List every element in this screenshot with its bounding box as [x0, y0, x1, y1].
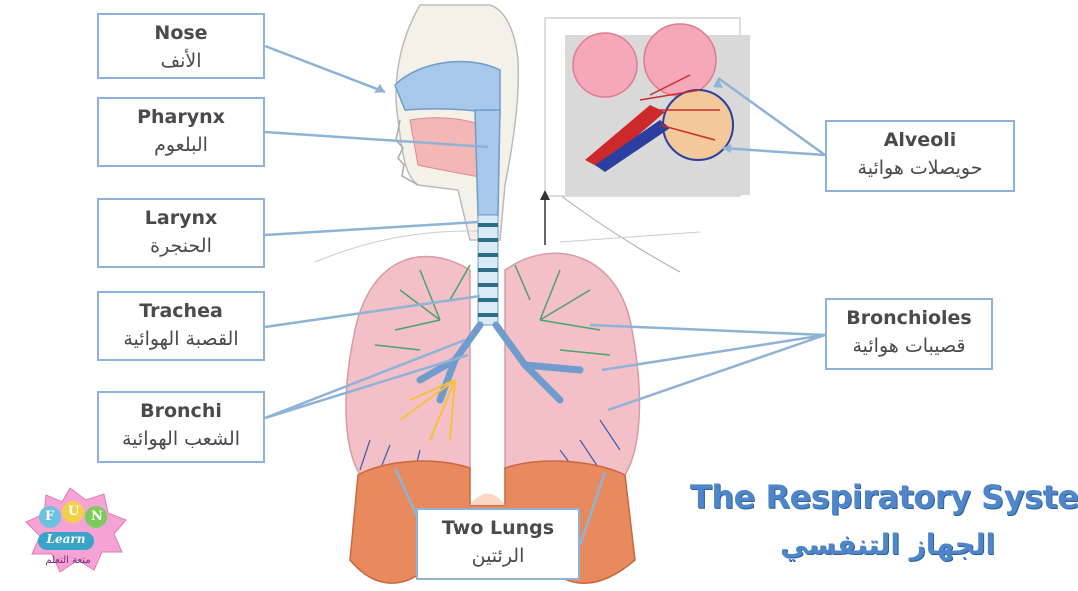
label-bronchioles-ar: قصيبات هوائية	[827, 332, 991, 360]
label-lungs-ar: الرئتين	[418, 542, 578, 570]
label-trachea-en: Trachea	[99, 297, 263, 325]
logo-letter-n: N	[91, 509, 103, 524]
label-alveoli-ar: حويصلات هوائية	[827, 154, 1013, 182]
label-bronchi: Bronchi الشعب الهوائية	[97, 391, 265, 463]
label-lungs-en: Two Lungs	[418, 514, 578, 542]
label-bronchioles-en: Bronchioles	[827, 304, 991, 332]
label-bronchioles: Bronchioles قصيبات هوائية	[825, 298, 993, 370]
label-pharynx-en: Pharynx	[99, 103, 263, 131]
label-nose-ar: الأنف	[99, 47, 263, 75]
title-arabic: الجهاز التنفسي	[780, 528, 995, 561]
logo-letter-f: F	[45, 509, 54, 524]
label-nose-en: Nose	[99, 19, 263, 47]
label-trachea: Trachea القصبة الهوائية	[97, 291, 265, 361]
label-bronchi-en: Bronchi	[99, 397, 263, 425]
label-trachea-ar: القصبة الهوائية	[99, 325, 263, 353]
logo-arabic-text: متعة التعلم	[38, 555, 98, 566]
title-english: The Respiratory System	[690, 478, 1078, 516]
label-larynx: Larynx الحنجرة	[97, 198, 265, 268]
label-bronchi-ar: الشعب الهوائية	[99, 425, 263, 453]
label-nose: Nose الأنف	[97, 13, 265, 79]
label-alveoli: Alveoli حويصلات هوائية	[825, 120, 1015, 192]
label-pharynx-ar: البلعوم	[99, 131, 263, 159]
label-larynx-ar: الحنجرة	[99, 232, 263, 260]
logo-learn-text: Learn	[40, 532, 92, 546]
pharynx-tube	[475, 110, 500, 215]
label-pharynx: Pharynx البلعوم	[97, 97, 265, 167]
logo-letter-u: U	[68, 504, 79, 519]
trachea-rings	[478, 215, 498, 325]
label-larynx-en: Larynx	[99, 204, 263, 232]
label-alveoli-en: Alveoli	[827, 126, 1013, 154]
label-lungs: Two Lungs الرئتين	[416, 508, 580, 580]
